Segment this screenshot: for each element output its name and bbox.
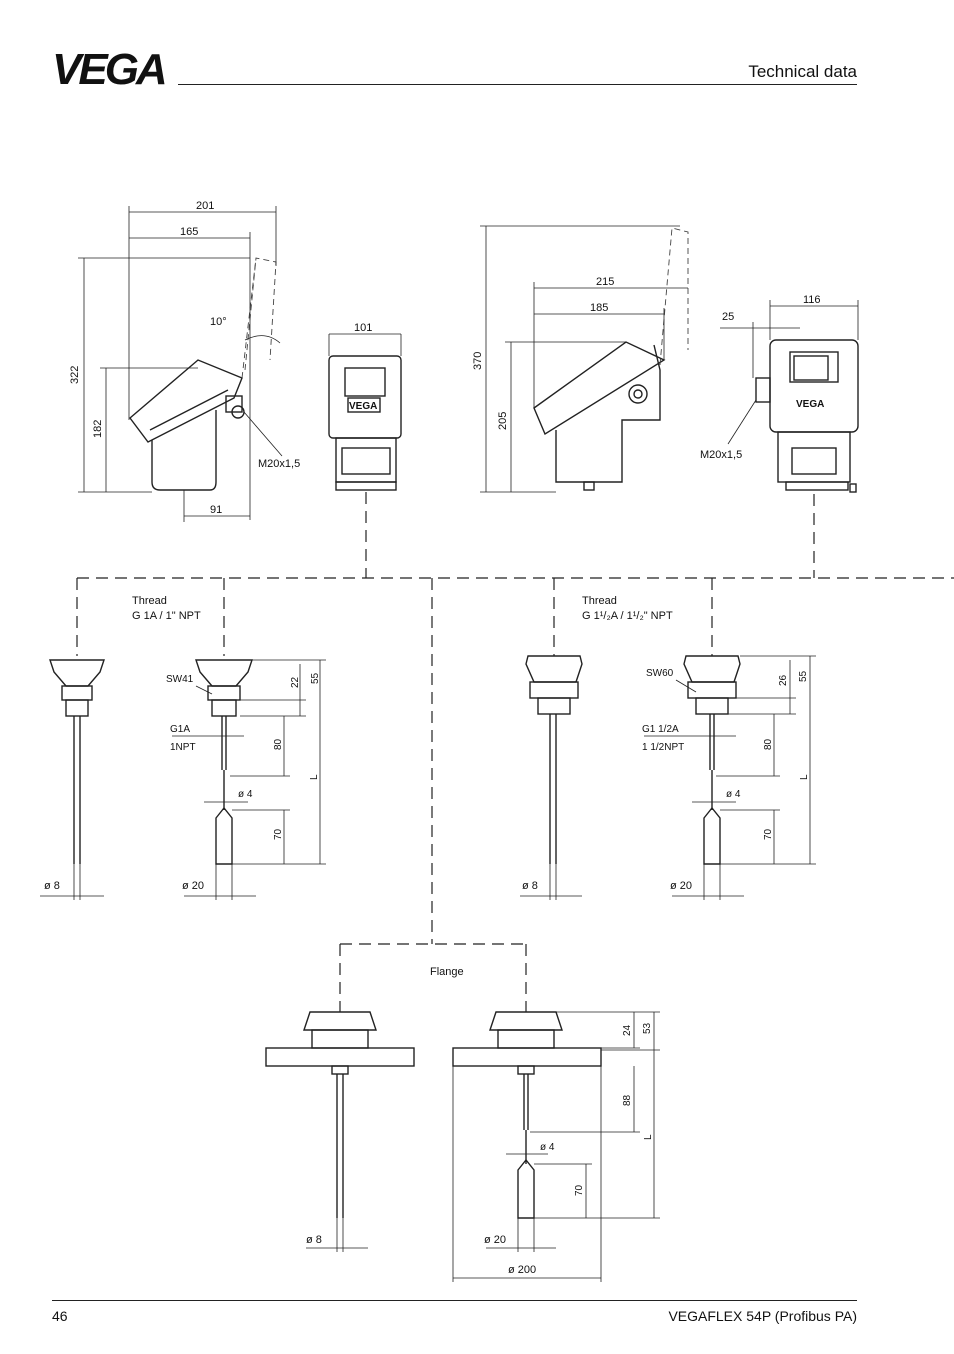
dim-215: 215 — [596, 276, 614, 288]
product-name: VEGAFLEX 54P (Profibus PA) — [668, 1308, 857, 1324]
header-rule — [178, 84, 857, 85]
aluminium-housing-side-view: 370 205 215 185 — [472, 225, 689, 493]
dia-20-small: ø 20 — [182, 880, 204, 892]
dim-205: 205 — [497, 412, 509, 430]
dim-370: 370 — [472, 352, 484, 370]
dim-70-flange: 70 — [574, 1184, 585, 1196]
footer-rule — [52, 1300, 857, 1301]
thread-large-size: G 1¹/₂A / 1¹/₂" NPT — [582, 610, 673, 622]
dia-20-large: ø 20 — [670, 880, 692, 892]
dia-4-small: ø 4 — [238, 789, 253, 800]
svg-text:VEGA: VEGA — [349, 401, 377, 412]
section-title: Technical data — [748, 62, 857, 81]
dim-182: 182 — [92, 420, 104, 438]
dim-22: 22 — [290, 676, 301, 688]
svg-text:VEGA: VEGA — [796, 399, 824, 410]
vega-logo: VEGA — [52, 50, 168, 88]
dim-322: 322 — [69, 366, 81, 384]
dim-70-small: 70 — [273, 828, 284, 840]
dia-200-flange: ø 200 — [508, 1264, 536, 1276]
plastic-housing-front-view: VEGA 101 — [328, 322, 402, 491]
aluminium-housing-front-view: VEGA 116 25 M20x1,5 — [700, 294, 859, 493]
dia-20-flange: ø 20 — [484, 1234, 506, 1246]
dim-101: 101 — [354, 322, 372, 334]
dia-8-small: ø 8 — [44, 880, 60, 892]
svg-text:VEGA: VEGA — [52, 50, 165, 88]
angle-10: 10° — [210, 316, 227, 328]
dia-4-flange: ø 4 — [540, 1142, 555, 1153]
dim-88: 88 — [622, 1094, 633, 1106]
thread-small-label: Thread — [132, 595, 167, 607]
dim-70-large: 70 — [763, 828, 774, 840]
dim-165: 165 — [180, 226, 198, 238]
dim-116: 116 — [803, 294, 821, 306]
plastic-housing-side-view: 201 165 322 182 91 10° M20x1,5 — [69, 200, 300, 522]
flange-label: Flange — [430, 966, 464, 978]
dim-185: 185 — [590, 302, 608, 314]
dim-25: 25 — [722, 311, 734, 323]
dim-26: 26 — [778, 674, 789, 686]
dim-80-large: 80 — [763, 738, 774, 750]
page-number: 46 — [52, 1308, 68, 1324]
dim-55-large: 55 — [798, 670, 809, 682]
wrench-small: SW41 — [166, 674, 194, 685]
dim-L-small: L — [309, 774, 320, 780]
thread-large-label: Thread — [582, 595, 617, 607]
dia-8-large: ø 8 — [522, 880, 538, 892]
connector-lines — [76, 492, 954, 1012]
thread-large-variant: Thread G 1¹/₂A / 1¹/₂" NPT ø 8 ø 20 ø 4 … — [520, 595, 816, 900]
dim-L-large: L — [799, 774, 810, 780]
thread-small-variant: Thread G 1A / 1" NPT ø 8 ø 20 ø 4 SW41 G… — [40, 595, 326, 900]
thread-large-g: G1 1/2A — [642, 724, 679, 735]
thread-small-npt: 1NPT — [170, 742, 196, 753]
dim-80-small: 80 — [273, 738, 284, 750]
dim-53: 53 — [642, 1022, 653, 1034]
cable-entry-m20-right: M20x1,5 — [700, 449, 742, 461]
dim-55-small: 55 — [310, 672, 321, 684]
dim-91: 91 — [210, 504, 222, 516]
flange-variant: Flange ø 8 ø 20 ø 4 ø 200 — [265, 966, 660, 1282]
wrench-large: SW60 — [646, 668, 674, 679]
dim-24: 24 — [622, 1024, 633, 1036]
thread-small-g: G1A — [170, 724, 190, 735]
dia-4-large: ø 4 — [726, 789, 741, 800]
dia-8-flange: ø 8 — [306, 1234, 322, 1246]
cable-entry-m20-left: M20x1,5 — [258, 458, 300, 470]
dim-201: 201 — [196, 200, 214, 212]
thread-large-npt: 1 1/2NPT — [642, 742, 684, 753]
thread-small-size: G 1A / 1" NPT — [132, 610, 201, 622]
dim-L-flange: L — [643, 1134, 654, 1140]
